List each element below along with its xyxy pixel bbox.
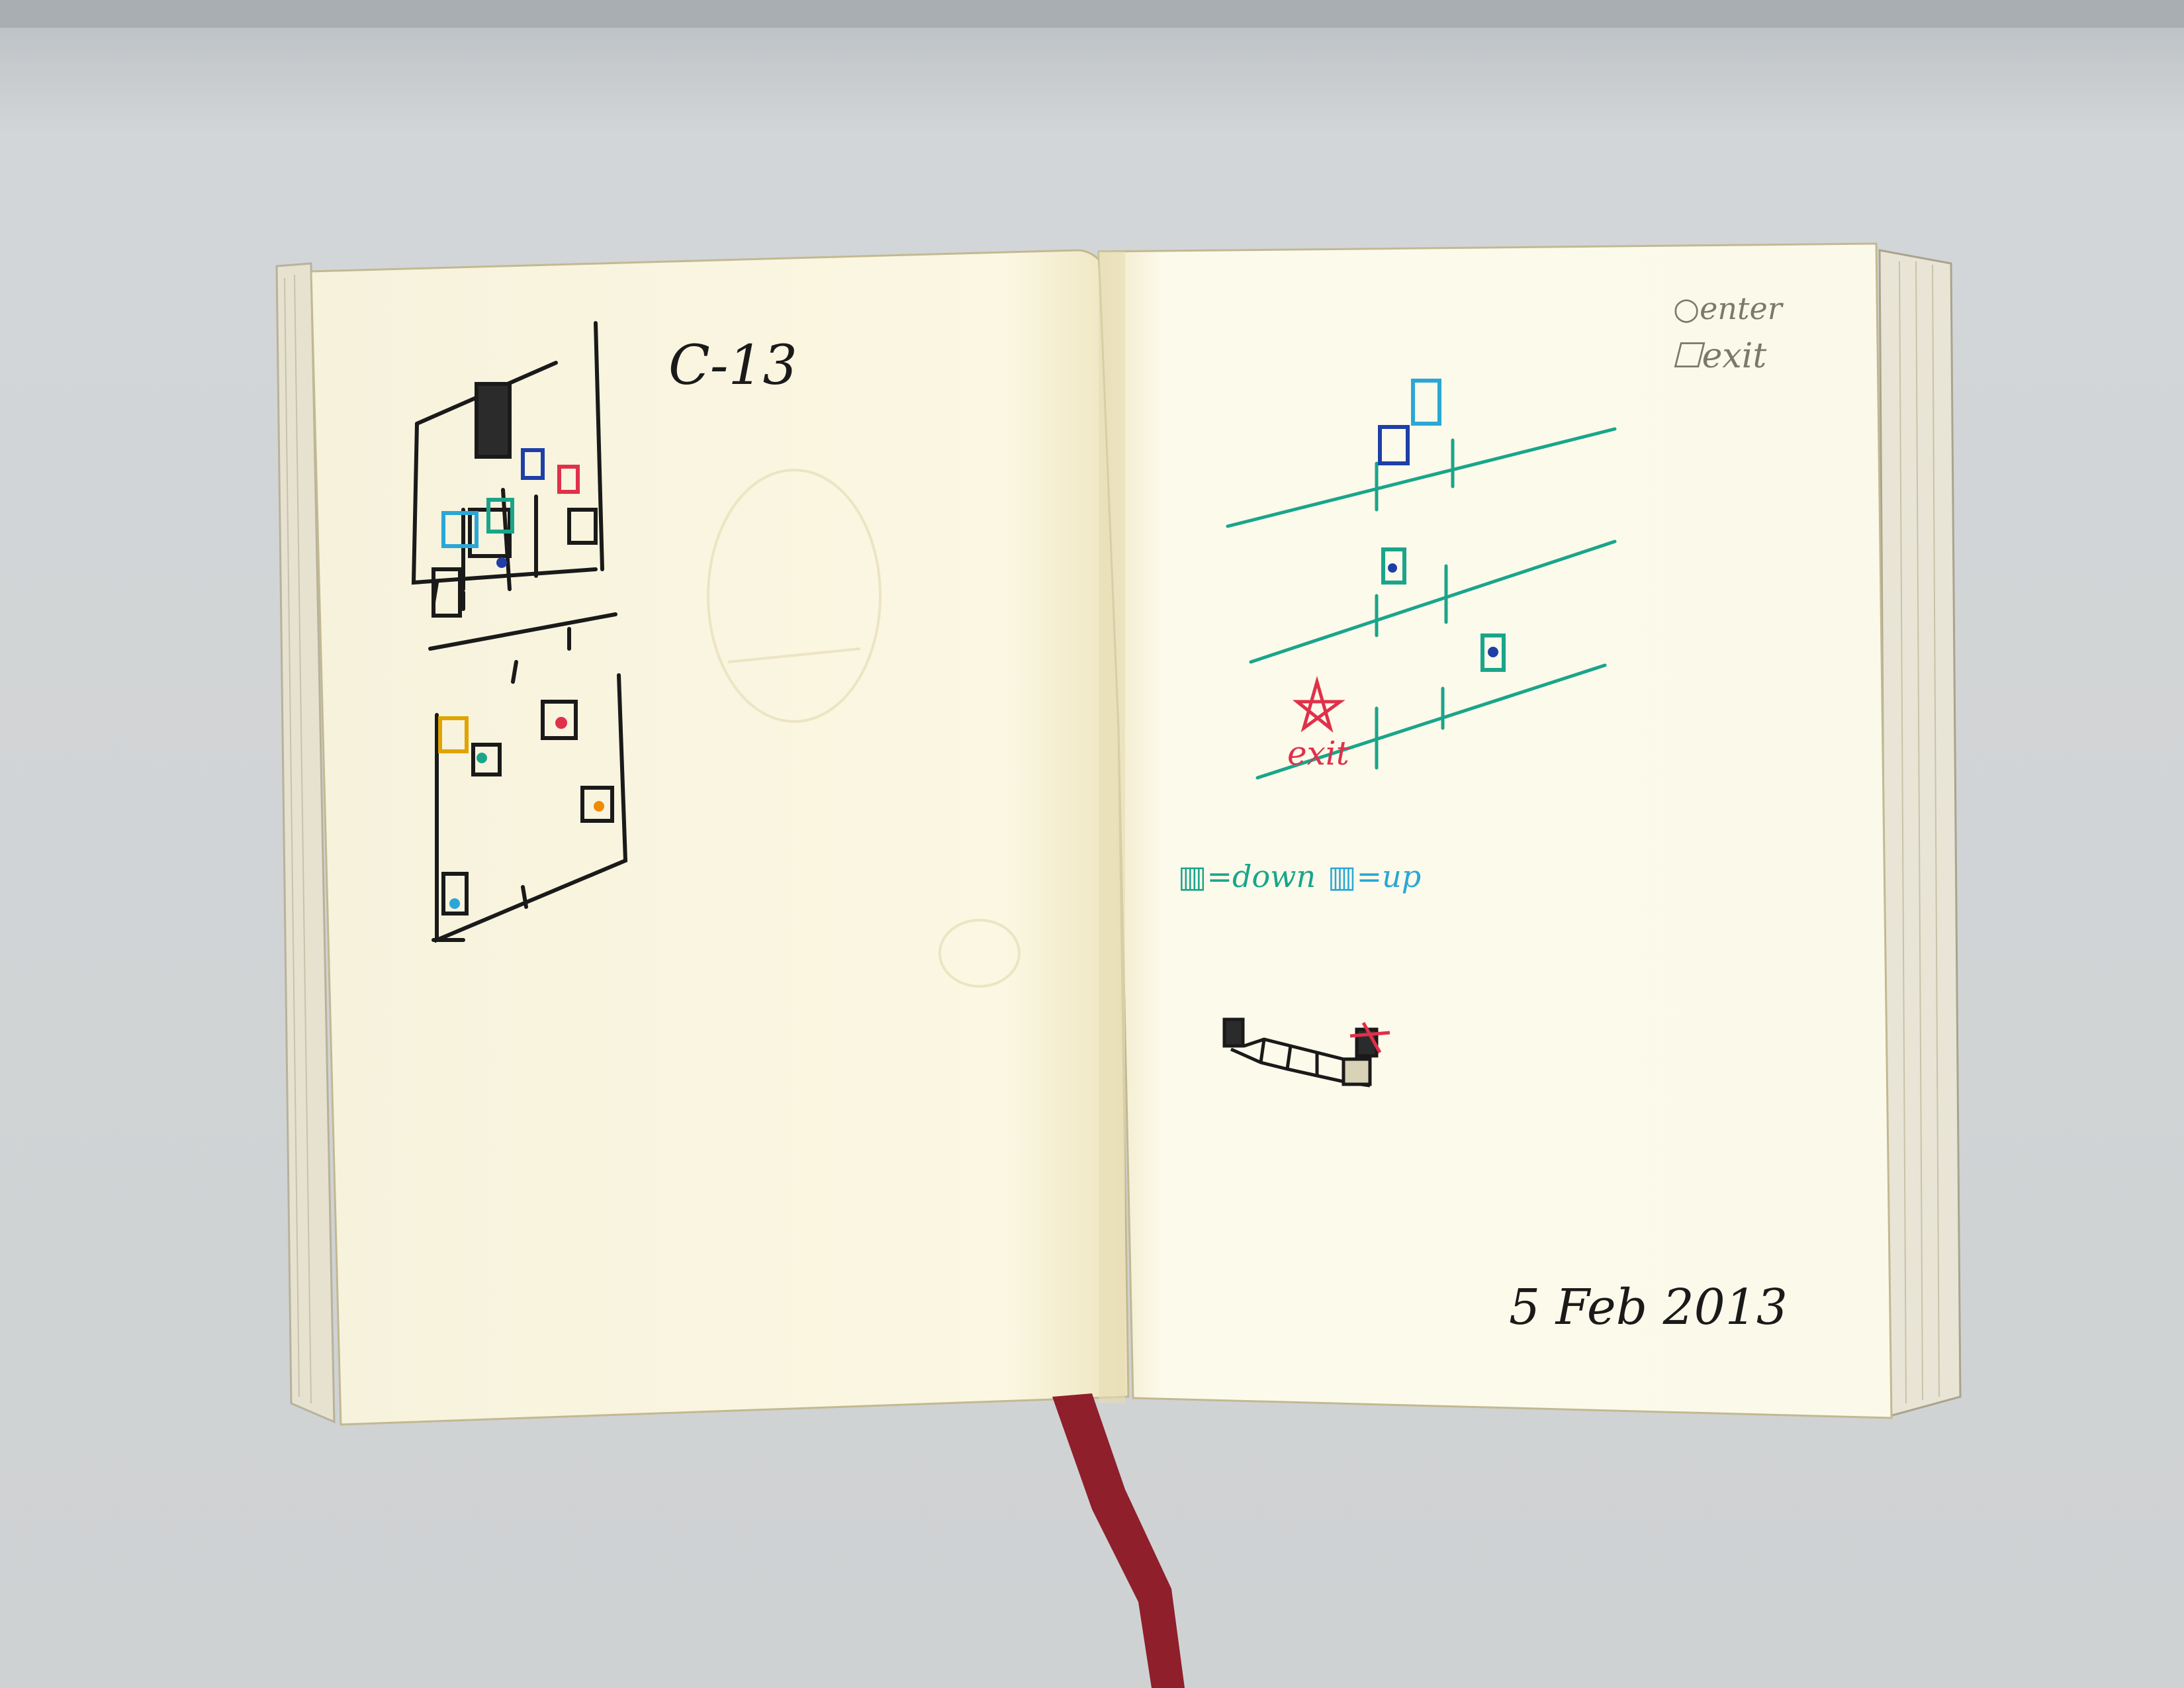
legend-exit: ☐exit — [1671, 336, 1766, 376]
page-title: C-13 — [668, 334, 797, 397]
exit-label: exit — [1287, 734, 1350, 773]
staircase-sketch — [1222, 1017, 1390, 1088]
stairs-markers — [1378, 379, 1506, 672]
gutter-shadow — [1099, 252, 1125, 1403]
right-page — [1097, 242, 1893, 1419]
sketch-date: 5 Feb 2013 — [1509, 1279, 1788, 1336]
legend-enter: ○enter — [1673, 291, 1784, 326]
floor-levels-diagram — [1226, 427, 1617, 780]
left-page — [310, 249, 1130, 1426]
page-edge-lines — [284, 261, 1940, 1404]
left-page-stack — [275, 262, 336, 1424]
exit-star-icon — [1292, 675, 1345, 733]
bleed-through-sketch — [707, 469, 1021, 988]
scanner-top-edge — [0, 0, 2184, 28]
stairs-key: ▥=down▥=up — [1178, 859, 1421, 894]
bookmark-ribbon — [1052, 1393, 1185, 1688]
floor-plan-lower — [428, 612, 628, 943]
floor-plan-upper-rooms — [432, 448, 598, 618]
